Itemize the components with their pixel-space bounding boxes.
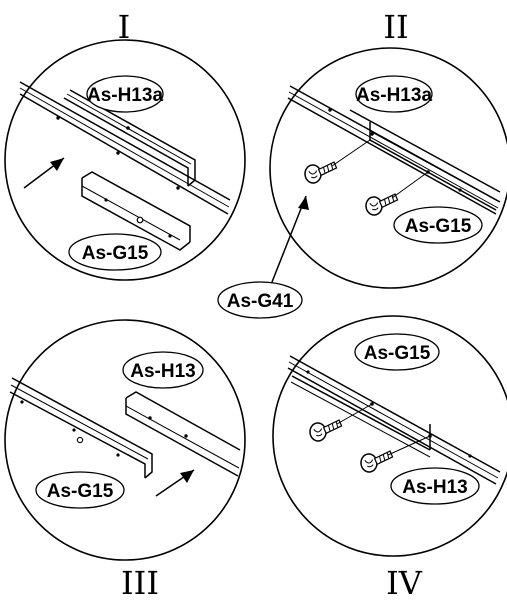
step-4-label-1: As-G15 <box>364 343 431 364</box>
step-2-rail-assembly <box>287 85 501 215</box>
step-2-pointer-arrow <box>271 195 309 283</box>
step-1-numeral: I <box>118 8 131 46</box>
step-1-bracket-h13a <box>63 89 196 187</box>
step-3-numeral: III <box>121 564 159 602</box>
step-4-screw-upper <box>308 403 373 443</box>
step-1-label-oval-2 <box>68 233 162 271</box>
step-3-label-2: As-G15 <box>47 481 114 502</box>
step-1-label-2: As-G15 <box>82 243 149 264</box>
step-3-label-oval-1 <box>122 351 204 389</box>
step-4-numeral: IV <box>386 564 423 602</box>
step-1-panel: I As-H13a A <box>4 8 246 281</box>
step-2-label-oval-3 <box>217 281 303 319</box>
step-2-screw-lower <box>364 171 429 217</box>
step-2-label-3: As-G41 <box>227 291 294 312</box>
step-3-panel: III As-H13 As-G15 <box>4 319 246 602</box>
step-3-label-oval-2 <box>35 471 125 509</box>
step-4-panel: IV As-G15 As-H13 <box>272 315 507 602</box>
step-4-screw-lower <box>359 435 431 474</box>
step-1-label-oval-1 <box>86 75 164 113</box>
step-2-label-1: As-H13a <box>356 85 432 106</box>
step-1-direction-arrow <box>23 157 65 189</box>
step-3-direction-arrow <box>155 469 195 497</box>
step-4-rail-assembly <box>287 355 501 485</box>
step-3-rail-g15 <box>9 377 153 479</box>
step-4-label-oval-2 <box>390 467 480 505</box>
step-2-numeral: II <box>383 8 408 46</box>
step-2-screw-upper <box>303 139 371 185</box>
step-2-label-2: As-G15 <box>405 216 472 237</box>
step-2-label-oval-1 <box>355 75 433 113</box>
step-3-bracket-h13 <box>125 391 241 477</box>
step-2-label-oval-2 <box>393 206 483 244</box>
step-4-label-oval-1 <box>354 333 440 371</box>
step-3-label-1: As-H13 <box>130 361 195 382</box>
step-1-detail-circle <box>4 39 246 281</box>
step-1-label-1: As-H13a <box>87 85 163 106</box>
step-2-panel: II As-H13a As-G15 <box>217 8 507 319</box>
step-1-bracket-g15 <box>81 171 191 251</box>
step-4-label-2: As-H13 <box>402 477 467 498</box>
